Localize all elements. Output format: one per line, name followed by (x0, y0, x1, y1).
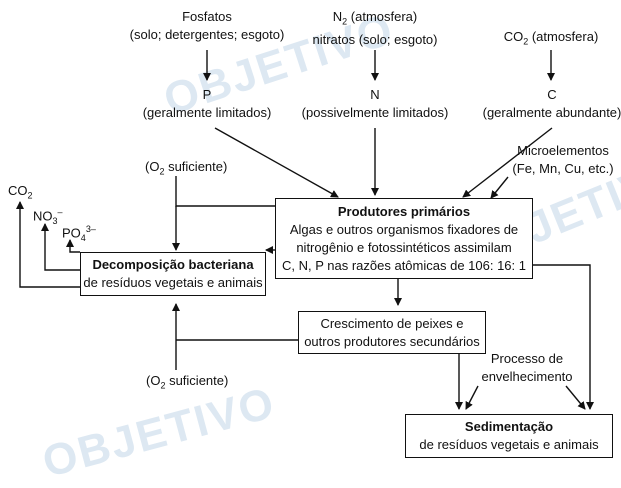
primary-producers-box: Produtores primários Algas e outros orga… (275, 198, 533, 279)
source-nitrogen-nitrates: nitratos (solo; esgoto) (312, 31, 438, 47)
growth-box: Crescimento de peixes e outros produtore… (298, 311, 486, 354)
microelements: Microelementos (Fe, Mn, Cu, etc.) (498, 142, 621, 178)
product-co2: CO2 (8, 183, 33, 201)
primary-producers-line2: nitrogênio e fotossintéticos assimilam (296, 240, 512, 255)
primary-producers-title: Produtores primários (337, 204, 471, 219)
nutrient-p: P (geralmente limitados) (117, 86, 297, 122)
sedimentation-box: Sedimentação de resíduos vegetais e anim… (405, 414, 613, 458)
nutrient-c: C (geralmente abundante) (462, 86, 621, 122)
arrow-aging-left (465, 385, 479, 410)
growth-line1: Crescimento de peixes e (320, 316, 464, 331)
arrow-decomposition-to-po4 (66, 239, 80, 253)
nutrient-p-note: (geralmente limitados) (142, 105, 272, 120)
source-carbon: CO2 (atmosfera) (471, 28, 621, 51)
oxygen-sufficient-bottom: (O2 suficiente) (146, 373, 229, 391)
source-nitrogen-gas: N2 (atmosfera) (332, 9, 418, 27)
product-po4: PO43– (62, 224, 96, 243)
arrow-producers-to-sedimentation (533, 264, 594, 410)
arrow-decomposition-to-co2 (16, 201, 80, 288)
source-phosphate: Fosfatos (solo; detergentes; esgoto) (107, 8, 307, 44)
nutrient-n-symbol: N (370, 87, 380, 102)
arrow-aging-right (565, 385, 586, 410)
nutrient-c-symbol: C (547, 87, 557, 102)
microelements-title: Microelementos (517, 143, 609, 158)
arrow-decomposition-to-no3 (41, 223, 80, 271)
arrow-micro-to-producers (490, 176, 509, 199)
oxygen-sufficient-top: (O2 suficiente) (145, 159, 228, 177)
nutrient-n-note: (possivelmente limitados) (301, 105, 449, 120)
nutrient-c-note: (geralmente abundante) (482, 105, 621, 120)
decomposition-box: Decomposição bacteriana de resíduos vege… (80, 252, 266, 296)
sedimentation-detail: de resíduos vegetais e animais (419, 437, 599, 452)
decomposition-detail: de resíduos vegetais e animais (83, 275, 263, 290)
aging-process: Processo de envelhecimento (472, 350, 582, 386)
source-carbon-gas: CO2 (atmosfera) (503, 29, 599, 47)
arrow-p-to-producers (214, 127, 339, 198)
decomposition-title: Decomposição bacteriana (92, 257, 254, 272)
primary-producers-line3: C, N, P nas razões atômicas de 106: 16: … (281, 258, 526, 273)
source-phosphate-origins: (solo; detergentes; esgoto) (129, 27, 285, 42)
primary-producers-line1: Algas e outros organismos fixadores de (289, 222, 519, 237)
nutrient-n: N (possivelmente limitados) (285, 86, 465, 122)
growth-line2: outros produtores secundários (304, 334, 480, 349)
flow-connectors (16, 50, 594, 410)
microelements-list: (Fe, Mn, Cu, etc.) (512, 161, 614, 176)
source-phosphate-title: Fosfatos (182, 9, 232, 24)
product-no3: NO3– (33, 207, 63, 226)
sedimentation-title: Sedimentação (464, 419, 554, 434)
aging-line2: envelhecimento (481, 369, 573, 384)
source-nitrogen: N2 (atmosfera) nitratos (solo; esgoto) (275, 8, 475, 49)
nutrient-p-symbol: P (202, 87, 212, 102)
arrow-c-to-producers (462, 127, 553, 198)
aging-line1: Processo de (490, 351, 564, 366)
